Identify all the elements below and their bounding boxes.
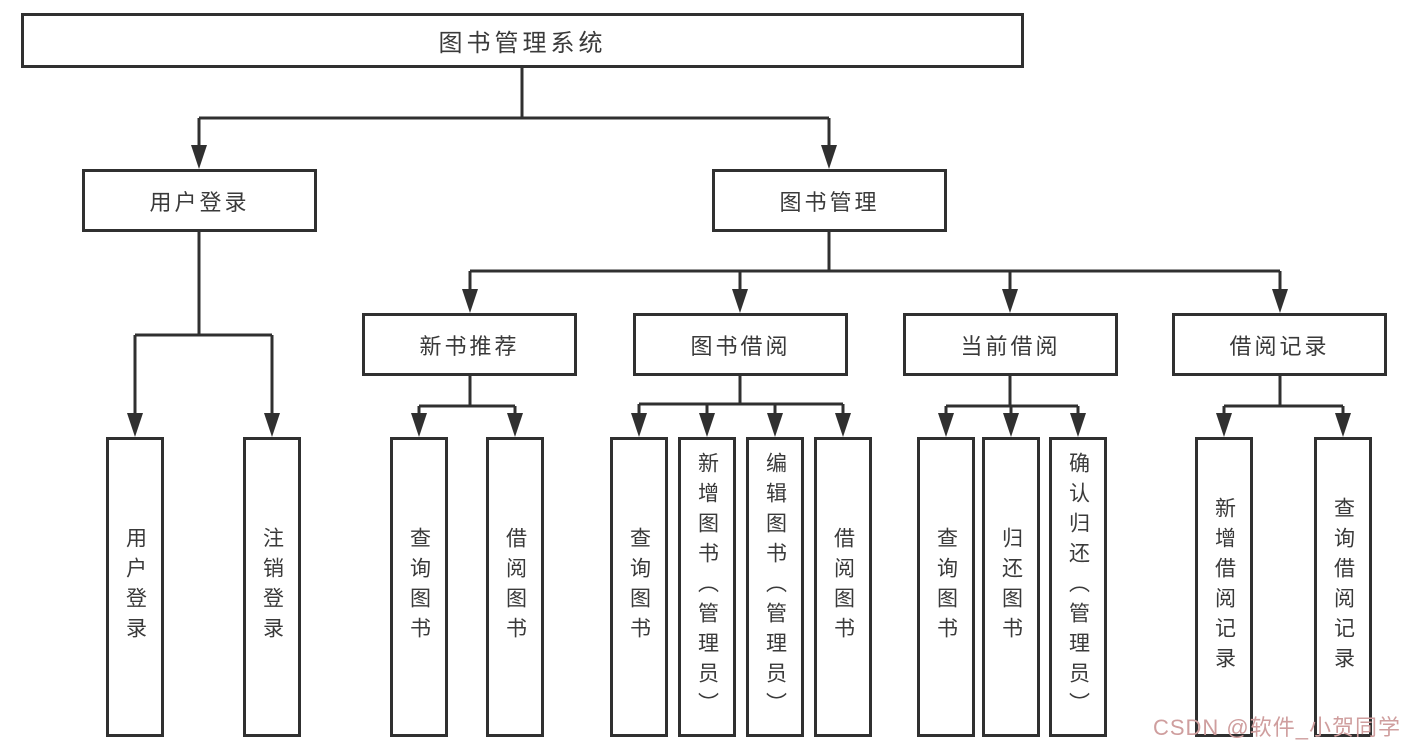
leaf-label: 查询图书 [934,527,958,647]
leaf-label: 归还图书 [999,527,1023,647]
connector-root-to-level2 [191,68,837,169]
node-new-book-recommend: 新书推荐 [362,313,577,376]
node-book-borrow: 图书借阅 [633,313,848,376]
leaf-label: 新增借阅记录 [1212,497,1236,677]
leaf-label: 确认归还（管理员） [1066,452,1090,722]
node-user-login: 用户登录 [82,169,317,232]
leaf-logout: 注销登录 [243,437,301,737]
leaf-label: 注销登录 [260,527,284,647]
connector-book-management-to-level3 [462,232,1288,313]
connector-current-borrow-to-leaves [938,376,1086,437]
leaf-query-books-current: 查询图书 [917,437,975,737]
leaf-label: 查询图书 [407,527,431,647]
node-library-management-system: 图书管理系统 [21,13,1024,68]
leaf-query-borrow-record: 查询借阅记录 [1314,437,1372,737]
leaf-query-books-recommend: 查询图书 [390,437,448,737]
node-current-borrow: 当前借阅 [903,313,1118,376]
node-book-management: 图书管理 [712,169,947,232]
leaf-borrow-books-recommend: 借阅图书 [486,437,544,737]
leaf-user-login: 用户登录 [106,437,164,737]
leaf-label: 借阅图书 [831,527,855,647]
connector-new-book-to-leaves [411,376,523,437]
leaf-label: 编辑图书（管理员） [763,452,787,722]
connector-borrow-records-to-leaves [1216,376,1351,437]
node-borrow-records: 借阅记录 [1172,313,1387,376]
connector-book-borrow-to-leaves [631,376,851,437]
leaf-add-borrow-record: 新增借阅记录 [1195,437,1253,737]
leaf-return-books: 归还图书 [982,437,1040,737]
leaf-label: 借阅图书 [503,527,527,647]
leaf-borrow-books: 借阅图书 [814,437,872,737]
leaf-label: 查询图书 [627,527,651,647]
leaf-label: 用户登录 [123,527,147,647]
connector-user-login-to-leaves [127,232,280,437]
leaf-confirm-return-admin: 确认归还（管理员） [1049,437,1107,737]
leaf-edit-books-admin: 编辑图书（管理员） [746,437,804,737]
leaf-query-books-borrow: 查询图书 [610,437,668,737]
leaf-add-books-admin: 新增图书（管理员） [678,437,736,737]
csdn-watermark: CSDN @软件_小贺同学 [1152,715,1401,740]
leaf-label: 新增图书（管理员） [695,452,719,722]
leaf-label: 查询借阅记录 [1331,497,1355,677]
